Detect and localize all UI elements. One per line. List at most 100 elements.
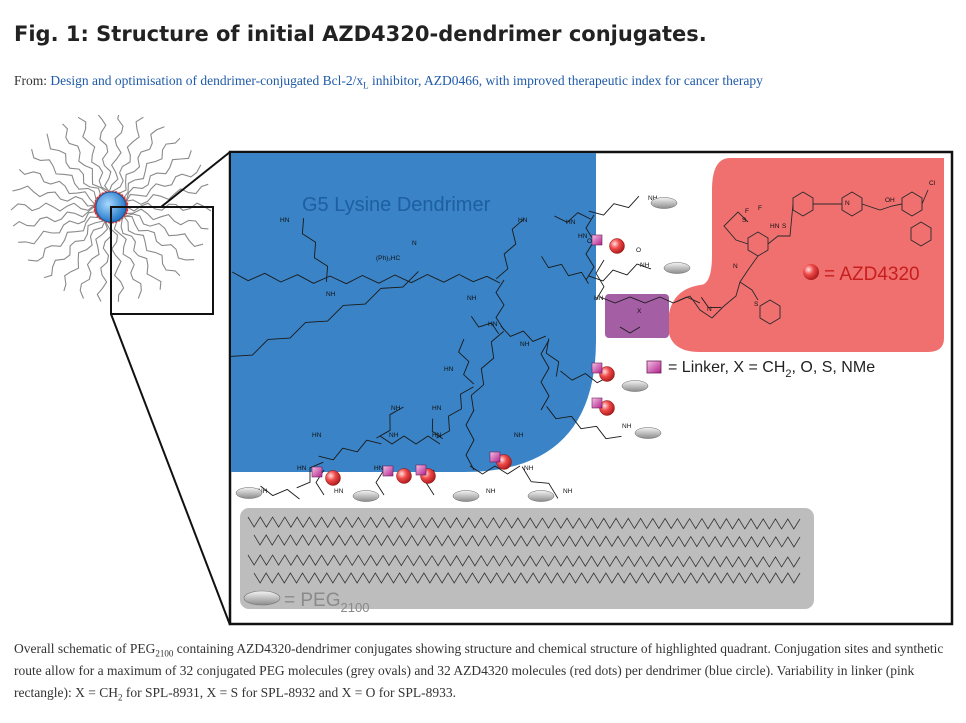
dendrimer-arm xyxy=(123,215,195,261)
figure-caption: Overall schematic of PEG2100 containing … xyxy=(14,641,944,703)
atom-label: (Ph)₂HC xyxy=(376,255,400,262)
from-label: From: xyxy=(14,73,48,88)
article-link-text-2[interactable]: inhibitor, AZD0466, with improved therap… xyxy=(368,73,763,88)
azd4320-ball xyxy=(325,470,341,486)
article-link-text-1[interactable]: Design and optimisation of dendrimer-con… xyxy=(50,73,364,88)
linker-markers xyxy=(311,234,603,478)
peg-oval xyxy=(235,487,263,499)
bond xyxy=(329,273,461,285)
atom-label: HN xyxy=(488,321,498,328)
bond xyxy=(585,214,595,281)
dendrimer-arm xyxy=(123,213,204,248)
peg-oval xyxy=(527,490,555,502)
zoom-line-bottom xyxy=(110,313,231,626)
dendrimer-arm xyxy=(31,148,97,201)
dendrimer-arm xyxy=(125,208,209,230)
atom-label: HN xyxy=(578,233,588,240)
atom-label: NH xyxy=(391,405,401,412)
article-link-sub[interactable]: L xyxy=(363,80,369,91)
dendrimer-arm xyxy=(125,164,202,203)
atom-label: NH xyxy=(622,423,632,430)
zoom-line-top xyxy=(160,151,231,208)
dendrimer-arm xyxy=(63,221,106,292)
peg-chain xyxy=(253,572,801,584)
bond xyxy=(458,338,475,385)
dendrimer-arm xyxy=(12,185,96,207)
bond xyxy=(588,263,652,282)
azd4320-ball xyxy=(396,468,412,484)
bond xyxy=(545,338,560,377)
atom-label: F xyxy=(758,205,762,212)
atom-label: NH xyxy=(640,262,650,269)
atom-label: NH xyxy=(389,432,399,439)
atom-label: N xyxy=(412,240,417,247)
dendrimer-quadrant xyxy=(231,153,596,472)
dendrimer-arm xyxy=(108,115,124,192)
atom-label: NH xyxy=(524,465,534,472)
peg-chain xyxy=(247,554,801,568)
linker-square xyxy=(415,464,427,476)
bond xyxy=(469,465,521,475)
linker-legend-icon xyxy=(646,360,662,374)
dendrimer-arm xyxy=(46,133,102,196)
source-line: From: Design and optimisation of dendrim… xyxy=(14,73,763,91)
atom-label: Cl xyxy=(929,180,936,187)
figure-title: Fig. 1: Structure of initial AZD4320-den… xyxy=(14,22,707,46)
atom-label: N xyxy=(707,306,712,313)
bond xyxy=(495,279,505,331)
atom-label: HN xyxy=(432,432,442,439)
dendrimer-arm xyxy=(12,205,95,227)
atom-label: HN xyxy=(432,405,442,412)
bond xyxy=(470,331,504,412)
azd4320-legend: = AZD4320 xyxy=(824,264,920,285)
atom-label: N xyxy=(733,263,738,270)
atom-label: NH xyxy=(514,432,524,439)
atom-label: F xyxy=(745,208,749,215)
peg-oval xyxy=(621,380,649,392)
bond xyxy=(376,406,404,439)
dendrimer-arm xyxy=(18,211,96,245)
dendrimer-arm xyxy=(77,116,110,192)
atom-label: HN xyxy=(374,465,384,472)
atom-label: NH xyxy=(520,341,530,348)
dendrimer-arm xyxy=(118,126,165,195)
peg-chain xyxy=(247,516,801,530)
linker-square xyxy=(489,451,501,463)
bond xyxy=(465,409,475,471)
bond xyxy=(470,315,500,335)
atom-label: S xyxy=(742,217,747,224)
atom-label: O xyxy=(587,238,592,245)
dendrimer-arm xyxy=(123,137,181,199)
linker-legend: = Linker, X = CH2, O, S, NMe xyxy=(668,359,875,380)
bond xyxy=(260,485,300,500)
bond xyxy=(619,326,641,334)
atom-label: HN xyxy=(594,295,604,302)
dendrimer-arm xyxy=(96,221,113,302)
bond xyxy=(375,469,385,496)
atom-label: HN xyxy=(770,223,780,230)
atom-label: NH xyxy=(467,295,477,302)
peg-oval xyxy=(663,262,691,274)
article-link[interactable]: Design and optimisation of dendrimer-con… xyxy=(50,73,763,91)
bond xyxy=(588,195,640,216)
bond xyxy=(495,218,525,280)
dendrimer-arm xyxy=(113,220,142,299)
dendrimer-arm xyxy=(10,202,96,212)
peg-markers xyxy=(235,197,691,502)
bond xyxy=(500,325,547,342)
azd4320-region xyxy=(668,158,944,352)
atom-label: HN xyxy=(518,217,528,224)
atom-label: O xyxy=(636,247,641,254)
atom-label: S xyxy=(782,223,787,230)
peg-legend: = PEG2100 xyxy=(284,590,369,615)
bond xyxy=(540,339,550,411)
dendrimer-arm xyxy=(123,215,181,277)
peg-legend-icon xyxy=(243,590,281,606)
dendrimer-arm xyxy=(109,222,125,302)
dendrimer-arm xyxy=(120,218,162,290)
peg-chain xyxy=(253,534,801,548)
bond xyxy=(459,274,501,284)
dendrimer-arm xyxy=(62,123,107,193)
